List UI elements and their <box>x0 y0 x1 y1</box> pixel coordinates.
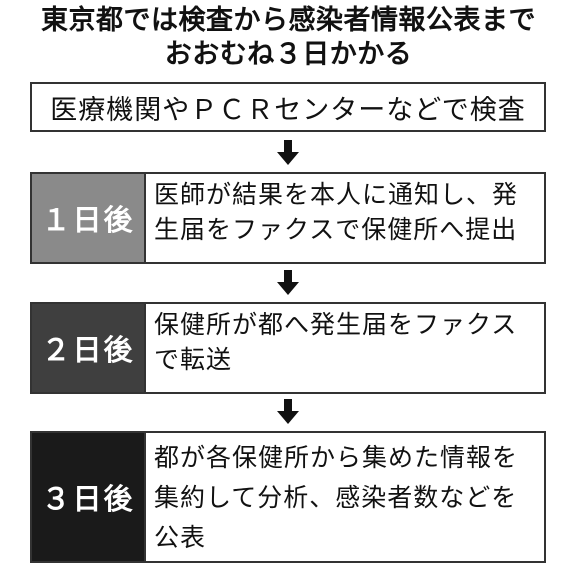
step-text-line: 保健所が都へ発生届をファクス <box>154 310 518 339</box>
step-text-line: 集約して分析、感染者数などを <box>154 483 518 512</box>
down-arrow-icon <box>276 140 300 166</box>
down-arrow-icon <box>276 270 300 296</box>
step-day-3: ３日後 都が各保健所から集めた情報を 集約して分析、感染者数などを 公表 <box>30 431 546 563</box>
title-line-2: おおむね３日かかる <box>164 39 413 70</box>
step-text-line: 医師が結果を本人に通知し、発 <box>154 180 519 209</box>
step-text-line: 生届をファクスで保健所へ提出 <box>154 215 518 244</box>
step-label: １日後 <box>32 174 144 262</box>
step-description: 医師が結果を本人に通知し、発 生届をファクスで保健所へ提出 <box>144 174 544 262</box>
start-box: 医療機関やＰＣＲセンターなどで検査 <box>30 82 546 132</box>
step-label: ３日後 <box>32 433 144 561</box>
step-description: 都が各保健所から集めた情報を 集約して分析、感染者数などを 公表 <box>144 433 544 561</box>
step-text-line: 都が各保健所から集めた情報を <box>154 443 519 472</box>
step-text-line: 公表 <box>154 523 207 552</box>
step-label: ２日後 <box>32 304 144 392</box>
step-day-2: ２日後 保健所が都へ発生届をファクス で転送 <box>30 302 546 394</box>
start-text: 医療機関やＰＣＲセンターなどで検査 <box>50 94 526 126</box>
title-line-1: 東京都では検査から感染者情報公表まで <box>41 5 536 36</box>
step-description: 保健所が都へ発生届をファクス で転送 <box>144 304 544 392</box>
down-arrow-icon <box>276 399 300 425</box>
step-day-1: １日後 医師が結果を本人に通知し、発 生届をファクスで保健所へ提出 <box>30 172 546 264</box>
step-text-line: で転送 <box>154 345 233 374</box>
